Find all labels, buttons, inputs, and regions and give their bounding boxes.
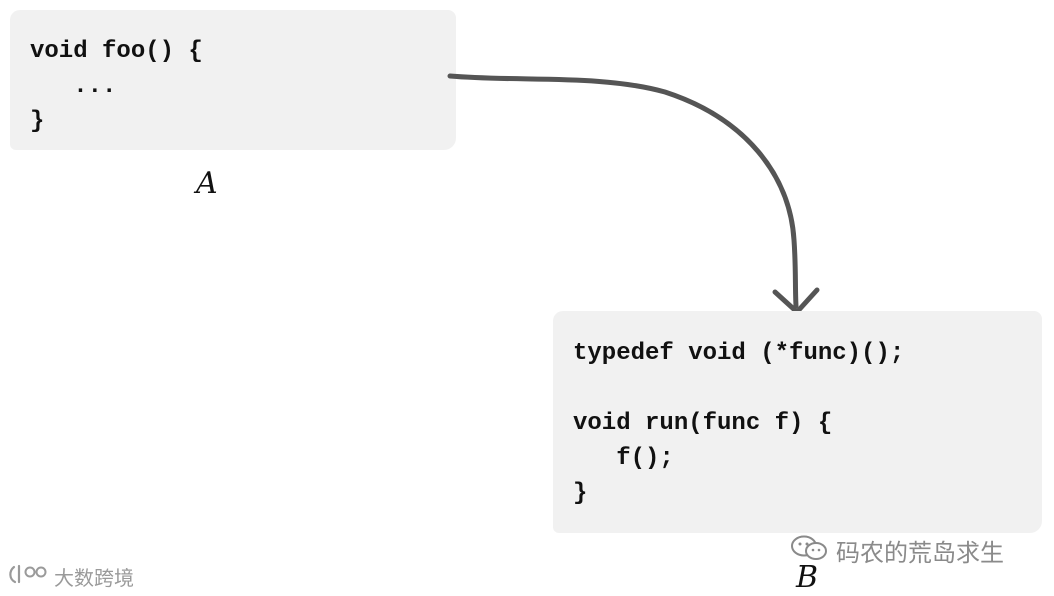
watermark-left-text: 大数跨境 — [54, 566, 134, 590]
code-box-a: void foo() { ... } — [10, 10, 456, 150]
label-a: A — [196, 166, 218, 201]
label-b: B — [796, 560, 819, 595]
watermark-right: 码农的荒岛求生 — [790, 533, 1004, 568]
arrow-head — [772, 287, 820, 315]
watermark-right-text: 码农的荒岛求生 — [836, 539, 1004, 567]
arrow-shaft — [447, 73, 799, 309]
wechat-icon — [790, 534, 830, 568]
watermark-left: 大数跨境 — [8, 562, 134, 591]
brand-logo-icon — [8, 563, 48, 590]
code-box-b: typedef void (*func)(); void run(func f)… — [553, 311, 1042, 533]
